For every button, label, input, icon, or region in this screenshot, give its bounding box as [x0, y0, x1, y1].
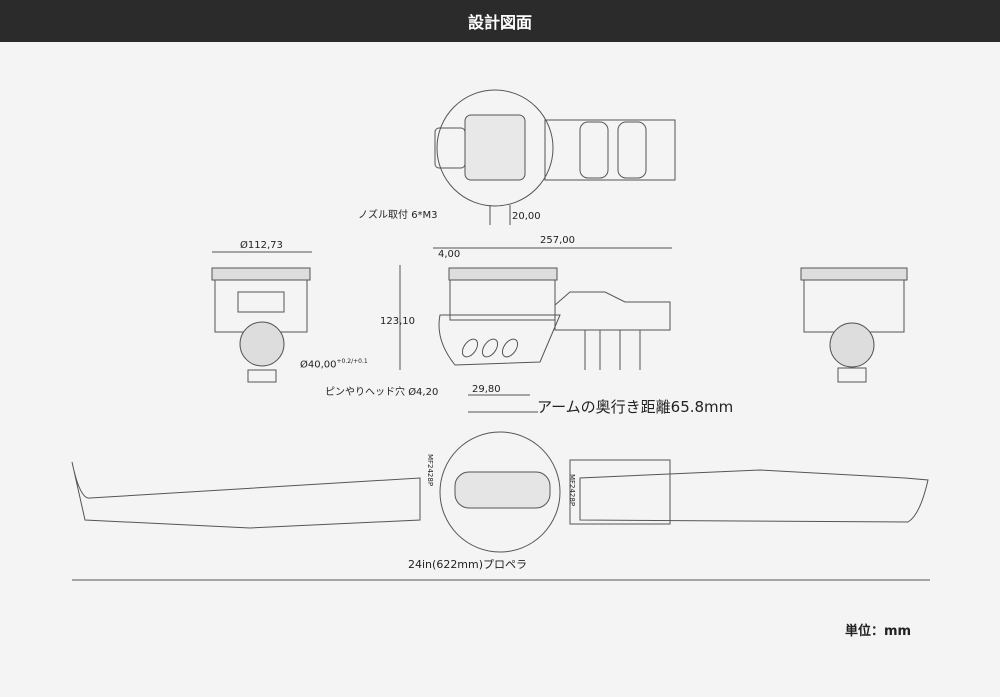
page-title: 設計図面	[0, 0, 1000, 42]
side-view	[399, 247, 672, 413]
dim-123: 123,10	[380, 316, 415, 327]
back-view	[800, 267, 908, 383]
dim-257: 257,00	[540, 235, 575, 246]
front-view	[211, 251, 312, 383]
nozzle-mount-label: ノズル取付 6*M3	[358, 210, 438, 221]
propeller-label: 24in(622mm)プロペラ	[408, 558, 528, 571]
dim-29: 29,80	[472, 384, 501, 395]
unit-label: 単位：mm	[845, 624, 912, 639]
pin-hole-label: ピンやりヘッド穴 Ø4,20	[325, 387, 439, 398]
top-view	[434, 89, 676, 225]
dim-40: Ø40,00+0.2/+0.1	[300, 358, 368, 371]
arm-depth-label: アームの奥行き距離65.8mm	[537, 398, 734, 416]
dim-20: 20,00	[512, 211, 541, 222]
propeller-view	[71, 431, 930, 581]
dim-motor-diameter: Ø112,73	[240, 240, 283, 251]
prop-label-left: MF2428P	[426, 453, 435, 487]
prop-label-right: MF2428P	[568, 473, 577, 507]
dim-4: 4,00	[438, 249, 461, 260]
